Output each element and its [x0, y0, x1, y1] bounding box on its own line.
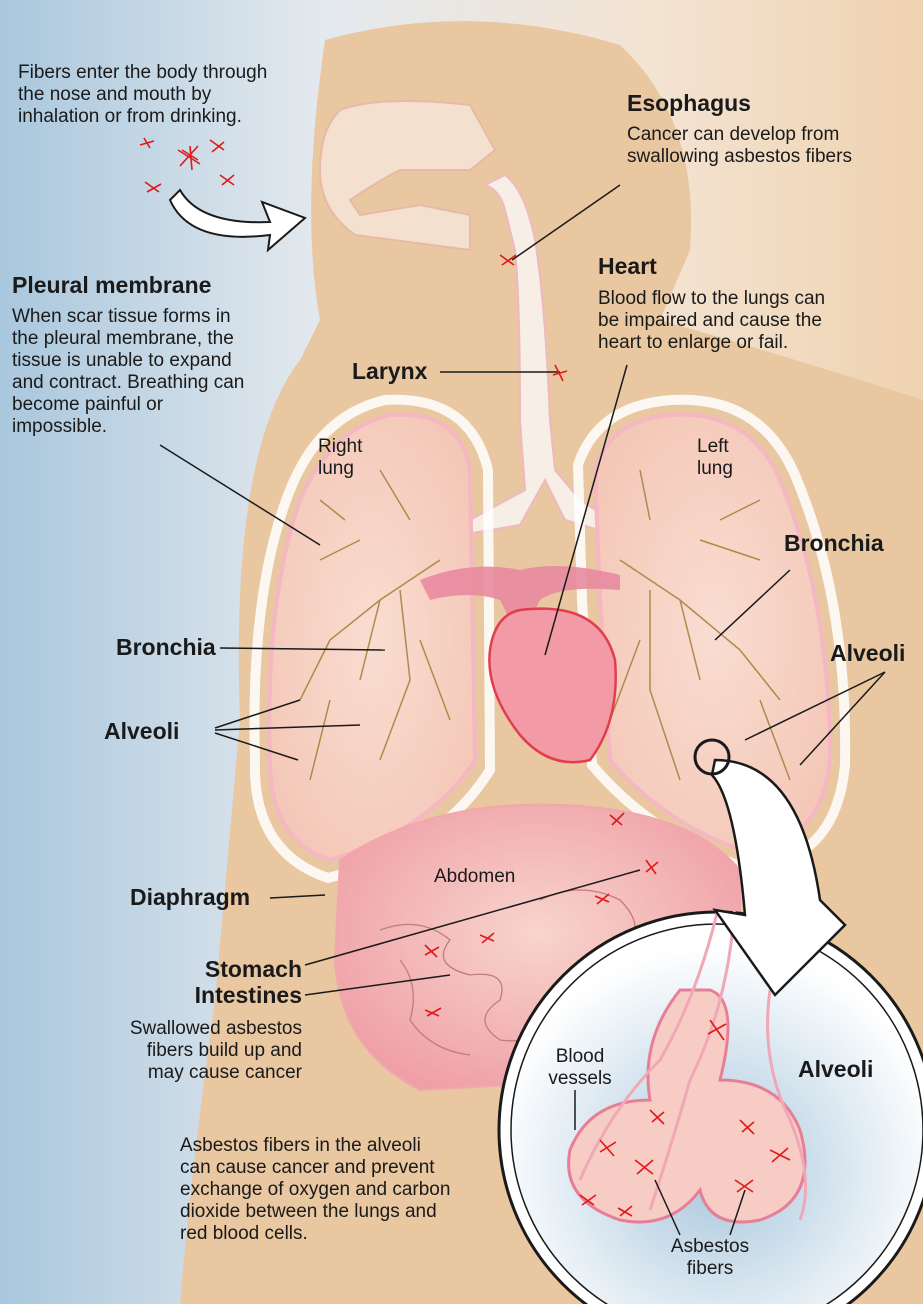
heart-desc: Blood flow to the lungs can be impaired … [598, 288, 825, 354]
alveoli-right-label: Alveoli [830, 640, 905, 666]
heart-title: Heart [598, 253, 657, 279]
pleural-desc: When scar tissue forms in the pleural me… [12, 306, 244, 438]
esophagus-desc: Cancer can develop from swallowing asbes… [627, 124, 852, 168]
larynx-label: Larynx [352, 358, 427, 384]
pleural-title: Pleural membrane [12, 272, 211, 298]
alveoli-note: Asbestos fibers in the alveoli can cause… [180, 1135, 450, 1245]
abdomen-label: Abdomen [434, 866, 515, 888]
intro-text: Fibers enter the body through the nose a… [18, 62, 267, 128]
left-lung-label: Left lung [697, 436, 733, 480]
esophagus-title: Esophagus [627, 90, 751, 116]
bronchia-left-label: Bronchia [116, 634, 216, 660]
inset-blood-vessels-label: Blood vessels [534, 1046, 626, 1090]
diaphragm-label: Diaphragm [130, 884, 250, 910]
alveoli-left-label: Alveoli [104, 718, 179, 744]
stomach-intestines-label: Stomach Intestines [130, 956, 302, 1008]
stomach-desc: Swallowed asbestos fibers build up and m… [70, 1018, 302, 1084]
right-lung-label: Right lung [318, 436, 362, 480]
bronchia-right-label: Bronchia [784, 530, 884, 556]
inset-alveoli-title: Alveoli [798, 1056, 873, 1082]
inset-asbestos-fibers-label: Asbestos fibers [660, 1236, 760, 1280]
